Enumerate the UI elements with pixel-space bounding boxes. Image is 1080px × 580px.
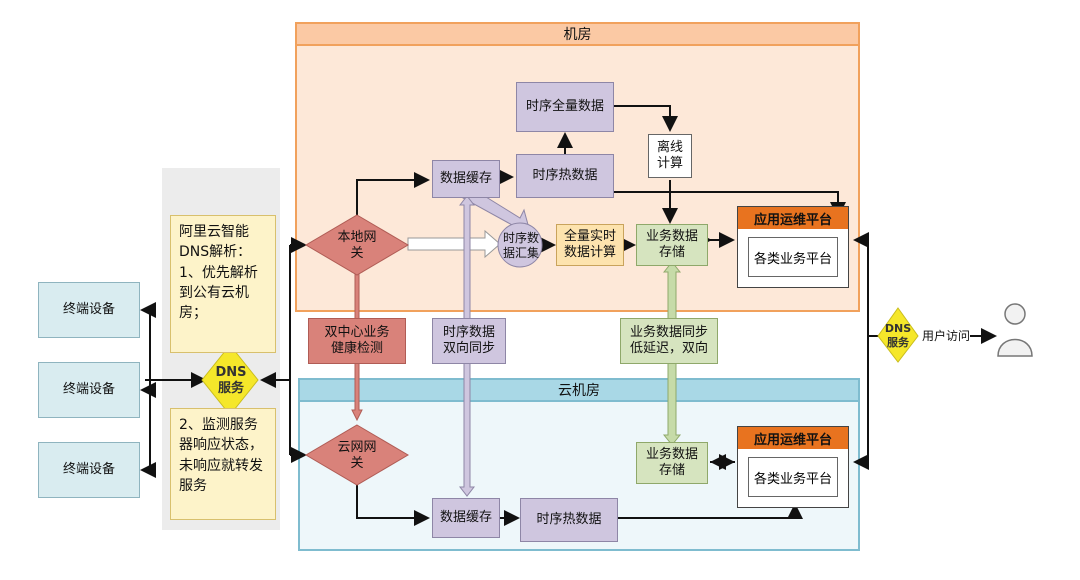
health-check-label: 双中心业务 健康检测 bbox=[308, 318, 406, 364]
cloud-business-platform: 各类业务平台 bbox=[748, 457, 838, 497]
hollow-arrow-gateway-aggregate bbox=[407, 229, 501, 259]
dns-right-shape bbox=[877, 307, 919, 363]
terminal-device-3: 终端设备 bbox=[38, 442, 140, 498]
full-realtime-calc: 全量实时 数据计算 bbox=[556, 224, 624, 266]
dns-note-1: 阿里云智能 DNS解析： 1、优先解析 到公有云机 房； bbox=[170, 215, 276, 353]
offline-calc: 离线 计算 bbox=[648, 134, 692, 178]
dns-note-2: 2、监测服务 器响应状态， 未响应就转发 服务 bbox=[170, 408, 276, 520]
cloud-room-title: 云机房 bbox=[298, 378, 860, 402]
local-business-platform: 各类业务平台 bbox=[748, 237, 838, 277]
cloud-hot-data: 时序热数据 bbox=[520, 498, 618, 542]
dns-right-label: DNS 服务 bbox=[884, 322, 912, 349]
local-gateway-shape bbox=[305, 214, 409, 276]
ts-aggregate-shape bbox=[497, 222, 543, 268]
cloud-biz-store: 业务数据 存储 bbox=[636, 442, 708, 484]
local-ops-platform-header: 应用运维平台 bbox=[738, 207, 848, 229]
arrow-cloud-gateway-cache bbox=[356, 478, 430, 526]
dns-left-label: DNS 服务 bbox=[215, 364, 247, 396]
local-full-data: 时序全量数据 bbox=[516, 82, 614, 132]
cloud-ops-platform-header: 应用运维平台 bbox=[738, 427, 848, 449]
local-ops-platform: 应用运维平台 各类业务平台 bbox=[737, 206, 849, 288]
user-access-label: 用户访问 bbox=[922, 329, 971, 343]
cloud-gateway-label: 云网网 关 bbox=[337, 439, 377, 471]
local-room-title: 机房 bbox=[295, 22, 860, 46]
terminal-device-1: 终端设备 bbox=[38, 282, 140, 338]
arrow-cloud-hot-platform bbox=[618, 503, 803, 519]
arrow-full-offline bbox=[614, 105, 678, 132]
terminal-device-2: 终端设备 bbox=[38, 362, 140, 418]
local-cache: 数据缓存 bbox=[432, 160, 500, 198]
ts-sync-label: 时序数据 双向同步 bbox=[432, 318, 506, 364]
cloud-gateway-shape bbox=[305, 424, 409, 486]
local-hot-data: 时序热数据 bbox=[516, 154, 614, 198]
ts-aggregate-label: 时序数 据汇集 bbox=[502, 231, 539, 260]
local-gateway-label: 本地网 关 bbox=[337, 229, 377, 261]
cloud-cache: 数据缓存 bbox=[432, 498, 500, 538]
biz-sync-label: 业务数据同步 低延迟，双向 bbox=[620, 318, 718, 364]
local-biz-store: 业务数据 存储 bbox=[636, 224, 708, 266]
cloud-ops-platform: 应用运维平台 各类业务平台 bbox=[737, 426, 849, 508]
arrow-gateway-cache bbox=[356, 172, 430, 225]
